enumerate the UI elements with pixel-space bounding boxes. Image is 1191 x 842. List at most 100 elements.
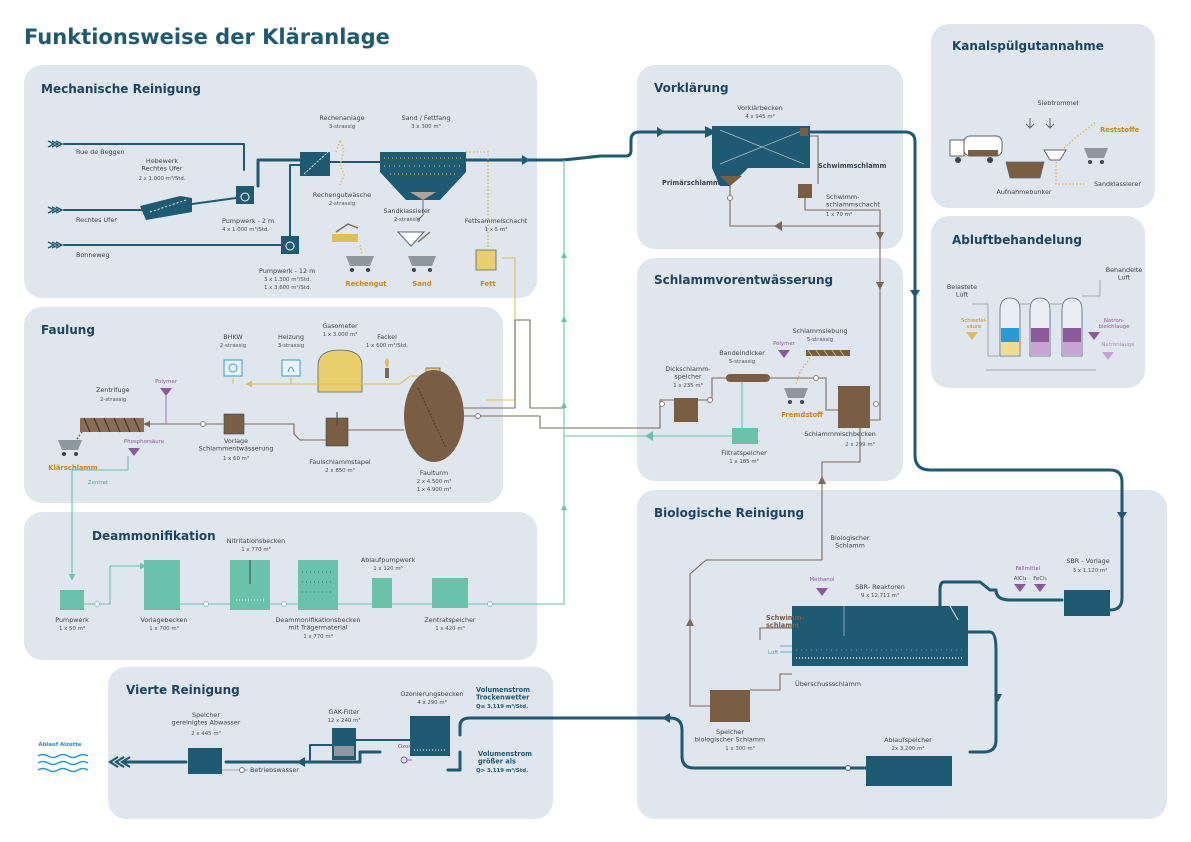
bhkw: BHKW 2-strassig	[220, 333, 246, 377]
ozonierungsbecken: Ozonierungsbecken 4 x 290 m³ Ozon	[398, 690, 464, 764]
ablaufpumpwerk-tank	[372, 578, 392, 608]
ozon-label: Ozon	[398, 744, 412, 750]
bandeindicker-unit	[726, 374, 770, 382]
faulturm-tank	[404, 370, 464, 462]
vorlagebecken: Vorlagebecken 1 x 700 m³	[140, 560, 188, 632]
siebtrommel: Siebtrommel Reststoffe	[1025, 99, 1140, 164]
ablaufpumpwerk: Ablaufpumpwerk 1 x 120 m³	[361, 556, 416, 608]
speicher-gereinigt-tank	[188, 748, 222, 774]
rechenanlage-label: Rechenanlage	[319, 114, 364, 122]
phosphorsaeure-label: Phosphorsäure	[124, 439, 165, 445]
gak-filter-sub: 12 x 240 m³	[328, 717, 361, 724]
title-kanalspuelgutannahme: Kanalspülgutannahme	[952, 39, 1104, 53]
faellmittel: Fällmittel AlCl₃ FeCl₃	[1014, 566, 1047, 592]
speicher-bio-sub: 1 x 300 m³	[725, 745, 754, 752]
filtratspeicher: Filtratspeicher 1 x 185 m³	[721, 428, 767, 465]
nitritationsbecken: Nitritationsbecken 1 x 770 m³	[227, 537, 285, 610]
faulturm: Faulturm 2 x 4.500 m³ 1 x 4.900 m³	[404, 370, 464, 493]
zentrat-label: Zentrat	[88, 480, 108, 486]
gasometer-tank	[317, 349, 363, 393]
filtrat-sub: 1 x 185 m³	[729, 458, 758, 465]
mechanical-section: Rue de Beggen Rechtes Ufer Bonneweg Hebe…	[47, 114, 528, 401]
scrubber-3	[1061, 297, 1083, 357]
vorlagebecken-label: Vorlagebecken	[140, 616, 187, 624]
ueberschuss-label: Überschussschlamm	[795, 679, 861, 688]
container-klaerschlamm	[58, 440, 82, 450]
misch-tank	[838, 386, 870, 428]
deamm-pumpwerk-label: Pumpwerk	[55, 616, 89, 624]
scrubber-1	[999, 297, 1021, 357]
faulturm-sub-1: 2 x 4.500 m³	[417, 478, 452, 485]
rechengut-press	[332, 234, 358, 242]
main-water-line	[107, 126, 1127, 772]
sbr-vorlage: SBR - Vorlage 3 x 1.120 m³	[1064, 557, 1110, 616]
panel-kanalspuelgutannahme	[931, 24, 1155, 208]
pumpwerk-12m-capacity-2: 1 x 3.600 m³/Std.	[264, 284, 311, 291]
inlet-label-bonneweg: Bonneweg	[76, 251, 110, 259]
zentrifuge: Zentrifuge 2-strassig Klärschlamm	[48, 386, 144, 472]
air-icon	[780, 645, 792, 653]
dosing-icon	[1014, 584, 1026, 592]
bhkw-label: BHKW	[223, 333, 243, 341]
container-rechengut	[346, 256, 374, 266]
deamm-sub: 1 x 770 m³	[303, 633, 332, 640]
sand-label: Sand	[412, 280, 431, 288]
bunker-label: Aufnahmebunker	[996, 188, 1051, 196]
vorlagebecken-sub: 1 x 700 m³	[149, 625, 178, 632]
schacht-sub: 1 x 70 m³	[826, 211, 852, 218]
pumpwerk-12m-label: Pumpwerk - 12 m	[259, 267, 315, 275]
zentratspeicher: Zentratspeicher 1 x 420 m³	[424, 578, 476, 632]
title-schlammvorentwaesserung: Schlammvorentwässerung	[654, 273, 833, 287]
speicher-gereinigt-sub: 2 x 445 m³	[191, 730, 220, 737]
panel-deammonifikation	[24, 512, 537, 660]
fackel-label: Fackel	[377, 333, 397, 341]
vorklaerbecken: Vorklärbecken 4 x 945 m³ Schwimmschlamm …	[662, 104, 887, 187]
pump-icon	[285, 241, 295, 251]
sand-cone	[396, 231, 426, 247]
faellmittel-label: Fällmittel	[1016, 566, 1041, 572]
sbr-tank	[792, 606, 968, 666]
misch-label: Schlammmischbecken	[804, 430, 876, 438]
polymer-schlammvor: Polymer	[773, 341, 796, 358]
fettsammelschacht-label: Fettsammelschacht	[465, 217, 528, 225]
schacht-label: Schwimm-schlammschacht	[826, 193, 880, 208]
deamm-pumpwerk-tank	[60, 590, 84, 610]
phosphorsaeure: Phosphorsäure	[124, 439, 165, 456]
ablaufpumpwerk-label: Ablaufpumpwerk	[361, 556, 416, 564]
sandklassierer: Sandklassierer 2-strassig Sand	[384, 200, 436, 288]
polymer-faulung: Polymer	[155, 379, 178, 424]
gak-filter-label: GAK-Filter	[329, 708, 360, 716]
pumpwerk-2m-tank	[236, 186, 254, 204]
filtrat-tank	[732, 428, 758, 444]
gasometer: Gasometer 1 x 3.000 m³	[317, 322, 363, 393]
dosing-icon	[1034, 584, 1046, 592]
sbr-vorlage-tank	[1064, 590, 1110, 616]
acid-dosing-icon	[966, 332, 978, 340]
zentrifuge-label: Zentrifuge	[96, 386, 130, 394]
heizung-unit	[281, 359, 301, 377]
title-biologische-reinigung: Biologische Reinigung	[654, 506, 804, 520]
sbr-label: SBR- Reaktoren	[855, 583, 905, 591]
flame-icon	[287, 366, 295, 373]
ablaufspeicher-sub: 2x 3.200 m³	[892, 745, 925, 752]
schwimmschlammschacht: Schwimm-schlammschacht 1 x 70 m³	[798, 184, 880, 218]
inlet-rechtes-ufer: Rechtes Ufer	[47, 206, 143, 224]
fettsammelschacht-sub: 1 x 5 m³	[485, 226, 508, 233]
natronlauge-label: Natronlauge	[1101, 342, 1135, 348]
dickschlammspeicher: Dickschlamm-speicher 1 x 235 m³	[665, 365, 711, 422]
container-fremdstoff	[784, 388, 808, 398]
rechenanlage: Rechenanlage 3-strassig	[300, 114, 381, 186]
ablaufpumpwerk-sub: 1 x 120 m³	[373, 565, 402, 572]
heizung: Heizung 3-strassig	[278, 333, 304, 377]
scrubber-2	[1029, 297, 1051, 357]
klaerschlamm-label: Klärschlamm	[48, 464, 98, 472]
alcl-label: AlCl₃	[1014, 576, 1027, 582]
sbr-sub: 9 x 12.711 m³	[861, 592, 899, 599]
